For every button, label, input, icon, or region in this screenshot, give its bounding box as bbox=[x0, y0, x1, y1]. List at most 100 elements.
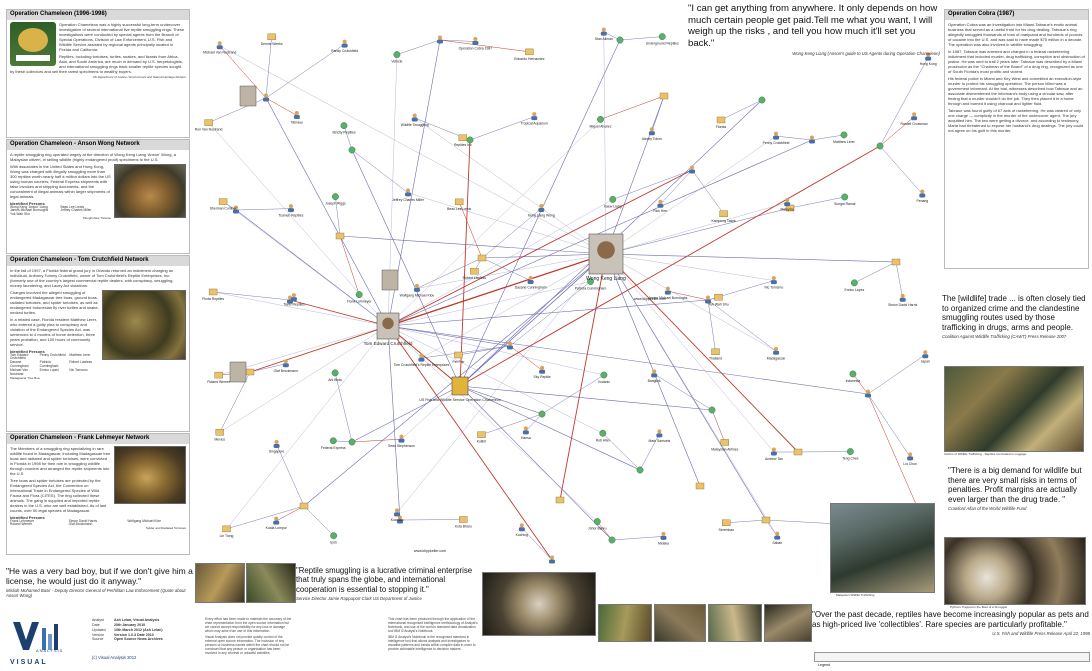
location-icon bbox=[617, 37, 623, 43]
panel-text: In the fall of 1997, a Florida federal g… bbox=[10, 268, 186, 288]
person-icon bbox=[217, 41, 223, 49]
person-icon bbox=[660, 532, 666, 540]
organisation-icon bbox=[762, 517, 770, 523]
footer: VISUAL ANALYSIS (c) Visual Analysis 2012… bbox=[0, 612, 812, 664]
organisation-icon bbox=[660, 93, 668, 99]
anson-wong-network-panel: Operation Chameleon - Anson Wong Network… bbox=[6, 139, 190, 254]
panel-title: Operation Cobra (1987) bbox=[945, 10, 1088, 20]
location-icon bbox=[847, 448, 853, 454]
logo-text: VISUAL bbox=[10, 659, 66, 666]
organisation-icon bbox=[722, 520, 730, 526]
quote-text: "He was a very bad boy, but if we don't … bbox=[6, 566, 194, 586]
link-line bbox=[352, 386, 460, 442]
link-line bbox=[606, 254, 798, 452]
link-line bbox=[397, 40, 440, 55]
organisation-icon bbox=[216, 429, 224, 435]
logo-subtext: ANALYSIS bbox=[36, 648, 63, 653]
link-line bbox=[388, 326, 603, 433]
person-icon bbox=[773, 132, 779, 140]
link-line bbox=[692, 170, 724, 214]
node-label: Pet Fair bbox=[453, 360, 466, 364]
node-label: Federal Express bbox=[321, 446, 346, 450]
link-line bbox=[868, 394, 910, 457]
disclaimer-col-1: Every effort has been made to maintain t… bbox=[205, 618, 293, 634]
location-icon bbox=[609, 537, 615, 543]
location-icon bbox=[597, 116, 603, 122]
node-label: Kolibri bbox=[477, 440, 487, 444]
node-label: Vodanic bbox=[598, 380, 610, 384]
panel-title: Operation Chameleon - Anson Wong Network bbox=[7, 140, 189, 150]
link-line bbox=[604, 32, 606, 254]
disclaimer-col-3: This chart has been produced through the… bbox=[388, 618, 478, 634]
organisation-icon bbox=[459, 135, 467, 141]
person-name: Jeffrey Charles Miller bbox=[61, 209, 112, 213]
trafficking-photo bbox=[830, 503, 935, 593]
organisation-icon bbox=[215, 372, 223, 378]
node-label: Strictly Reptiles bbox=[332, 131, 356, 135]
node-label: Patricia Cunningham bbox=[575, 287, 607, 291]
panel-text: His federal police in Miami and Key West… bbox=[948, 76, 1085, 106]
organisation-icon bbox=[712, 349, 720, 355]
node-label: Kota Bharu bbox=[455, 525, 472, 529]
link-line bbox=[613, 170, 692, 199]
location-icon bbox=[709, 407, 715, 413]
person-icon bbox=[771, 448, 777, 456]
link-line bbox=[560, 254, 606, 500]
node-label: Wolfgang Michael Kloe bbox=[400, 293, 435, 297]
node-label: Tsumeb Reptiles bbox=[278, 214, 303, 218]
link-line bbox=[415, 118, 606, 254]
node-label: Sabah bbox=[772, 541, 782, 545]
node-label: Kuching bbox=[516, 533, 528, 537]
quote-attribution: Service Director Jamie Rappaport Clark U… bbox=[296, 596, 478, 601]
node-label: Michael Van Nostrand bbox=[203, 51, 236, 55]
operation-cobra-panel: Operation Cobra (1987) Operation Cobra w… bbox=[944, 9, 1089, 269]
organisation-icon bbox=[223, 526, 231, 532]
node-label: Wildlife Smuggling bbox=[401, 123, 429, 127]
badge-icon bbox=[452, 377, 468, 395]
node-label: Jeffrey Charles Miller bbox=[392, 198, 425, 202]
quote-text: "Over the past decade, reptiles have bec… bbox=[812, 610, 1090, 629]
person-name: Roland Werner bbox=[10, 523, 69, 527]
link-line bbox=[421, 346, 510, 358]
quote-attribution: Wong Keng Liang (Anson's guide to US Age… bbox=[688, 51, 940, 56]
pythons-photo bbox=[944, 537, 1086, 605]
node-label: Reptiles Inc bbox=[454, 143, 472, 147]
link-line bbox=[340, 236, 606, 254]
node-label: Rick Herr bbox=[653, 209, 668, 213]
location-icon bbox=[600, 430, 606, 436]
organisation-icon bbox=[721, 439, 729, 445]
person-photo bbox=[382, 270, 398, 290]
person-icon bbox=[900, 294, 906, 302]
meta-label: Source bbox=[92, 637, 114, 642]
node-label: Olaf Brockmann bbox=[274, 369, 298, 373]
link-line bbox=[304, 506, 334, 536]
link-line bbox=[606, 254, 766, 520]
node-label: Randel Crossman bbox=[901, 122, 928, 126]
link-line bbox=[708, 300, 776, 351]
node-label: Matthew Lerer bbox=[833, 140, 856, 144]
link-line bbox=[460, 386, 612, 540]
node-label: Bangkok bbox=[648, 379, 661, 383]
node-label: Andrew Tan bbox=[765, 457, 783, 461]
tortoise-photo bbox=[114, 164, 186, 218]
location-icon bbox=[851, 280, 857, 286]
person-icon bbox=[773, 347, 779, 355]
location-icon bbox=[349, 147, 355, 153]
organisation-icon bbox=[556, 497, 564, 503]
node-label: Sherman Cumber bbox=[210, 207, 238, 211]
anson-quote: "I can get anything from anywhere. It on… bbox=[688, 3, 940, 56]
organisation-icon bbox=[892, 259, 900, 265]
link-line bbox=[213, 292, 290, 300]
link-line bbox=[340, 236, 359, 295]
node-label: Beau Lee Lewis bbox=[447, 207, 471, 211]
person-name: Yuk Wah Shu bbox=[10, 213, 61, 217]
link-line bbox=[266, 37, 272, 98]
organisation-icon bbox=[717, 117, 725, 123]
link-line bbox=[470, 117, 534, 140]
node-label: Tropical Aquarium bbox=[521, 122, 548, 126]
operation-chameleon-panel: Operation Chameleon (1996-1998) Operatio… bbox=[6, 9, 190, 138]
person-icon bbox=[274, 440, 280, 448]
node-label: Keng Liang Wong bbox=[528, 213, 555, 217]
person-icon bbox=[263, 94, 269, 102]
